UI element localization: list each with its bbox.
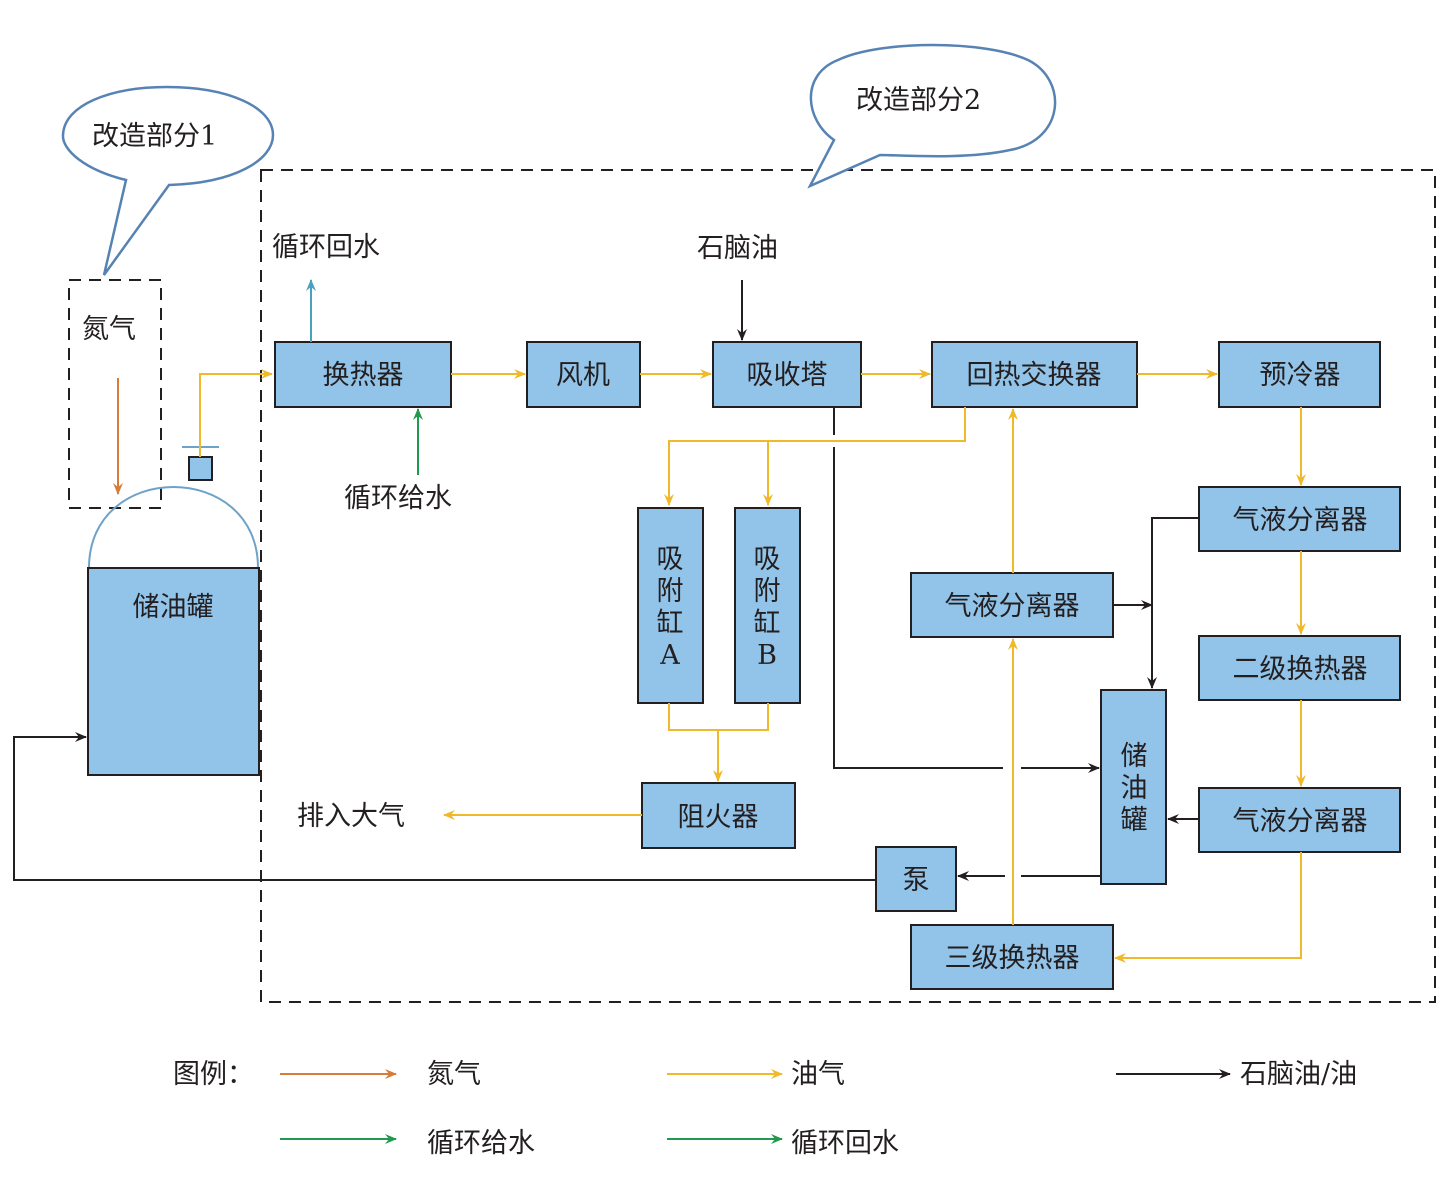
sep-top-liquid [1147,517,1199,689]
unit-separator-mid-label: 气液分离器 [945,591,1080,622]
callout-part2: 改造部分2 [807,43,1057,189]
adsorber-b-char: B [757,640,777,671]
legend-supply-label: 循环给水 [427,1128,535,1159]
pump-return-line [13,732,876,881]
absorber-drain-mid [833,447,1003,769]
flow-to-adsorber-a [664,407,966,506]
unit-pump [875,846,957,912]
tank-right-label: 储 油 罐 [1121,741,1148,836]
tank-vent-valve [188,456,213,481]
callout-part1: 改造部分1 [61,85,275,276]
unit-separator-bottom-label: 气液分离器 [1233,806,1368,837]
unit-adsorber-b [734,507,801,704]
unit-precooler-label: 预冷器 [1260,360,1341,391]
vent-label: 排入大气 [297,801,405,832]
unit-pump-label: 泵 [903,865,930,896]
tank-left [87,567,260,776]
adsorber-merge [668,703,769,731]
unit-separator-top-label: 气液分离器 [1233,505,1368,536]
unit-absorber-label: 吸收塔 [747,360,828,391]
unit-flame-arrester [641,782,796,849]
unit-fan [526,341,641,408]
unit-tertiary-hx [910,924,1114,990]
unit-recuperator-label: 回热交换器 [967,360,1102,391]
flow-sep-tertiary [1114,852,1302,963]
adsorber-b-char: 附 [754,576,781,607]
legend-title: 图例： [173,1059,254,1090]
unit-separator-bottom [1198,787,1401,853]
tank-dome [88,486,259,569]
tank-right [1100,689,1167,885]
unit-secondary-hx-label: 二级换热器 [1233,654,1368,685]
nitrogen-label: 氮气 [82,314,136,345]
callout-part2-text: 改造部分2 [856,85,981,116]
circ-return-label: 循环回水 [272,232,380,263]
unit-adsorber-b-label: 吸 附 缸 B [754,544,781,671]
adsorber-a-char: 附 [657,576,684,607]
adsorber-a-char: 缸 [657,608,684,639]
legend: 图例： 氮气 油气 石脑油/油 循环给水 循环回水 [173,1059,1357,1159]
legend-vapor-label: 油气 [791,1059,845,1090]
adsorber-a-char: A [659,640,680,671]
unit-flame-arrester-label: 阻火器 [678,802,759,833]
unit-precooler [1218,341,1381,408]
tank-right-char: 罐 [1121,805,1148,836]
naphtha-label: 石脑油 [697,233,778,264]
unit-recuperator [931,341,1138,408]
retrofit-region-2 [260,169,1436,1003]
unit-fan-label: 风机 [556,360,610,391]
unit-separator-mid [910,572,1114,638]
adsorber-b-char: 吸 [754,544,781,575]
unit-adsorber-a [637,507,704,704]
tank-left-label: 储油罐 [133,592,214,623]
circ-supply-label: 循环给水 [344,483,452,514]
tank-right-char: 油 [1121,773,1148,804]
tank-right-char: 储 [1121,741,1148,772]
unit-secondary-hx [1198,635,1401,701]
callout-part1-text: 改造部分1 [92,121,217,152]
legend-nitrogen-label: 氮气 [427,1059,481,1090]
unit-tertiary-hx-label: 三级换热器 [945,943,1080,974]
adsorber-b-char: 缸 [754,608,781,639]
unit-adsorber-a-label: 吸 附 缸 A [657,544,684,671]
legend-naphtha-label: 石脑油/油 [1240,1059,1357,1090]
legend-return-label: 循环回水 [791,1128,899,1159]
adsorber-a-char: 吸 [657,544,684,575]
unit-heat-exchanger-label: 换热器 [323,360,404,391]
vapor-to-hx [199,369,273,447]
unit-heat-exchanger [274,341,452,408]
